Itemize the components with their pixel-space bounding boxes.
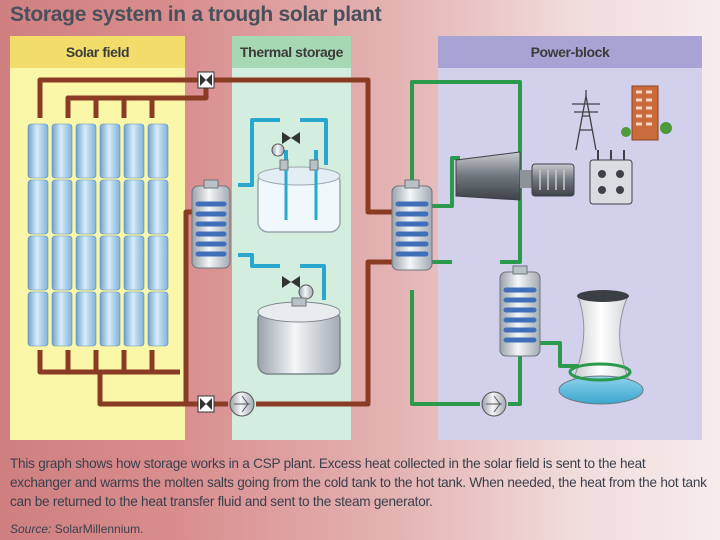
collector-segment [147,291,169,347]
storage-heat-exchanger [191,179,231,269]
collector-segment [51,235,73,291]
collector-segment [75,123,97,179]
collector-segment [147,179,169,235]
diagram-title: Storage system in a trough solar plant [10,3,382,26]
salt-valve-bottom [282,276,314,300]
collector-segment [27,179,49,235]
salt-valve-top [271,132,300,157]
pump-steam [481,391,507,417]
generator [531,163,575,197]
steam-turbine [455,151,532,201]
pump-htf [229,391,255,417]
collector-segment [51,179,73,235]
source-label: Source: [10,522,52,536]
collector-segment [147,123,169,179]
condenser-heat-exchanger [499,265,541,357]
collector-segment [123,235,145,291]
collector-segment [123,123,145,179]
collector-segment [27,123,49,179]
valve-bottom [197,395,215,413]
solar-collectors [27,123,169,347]
power-heat-exchanger [391,179,433,271]
collector-segment [27,235,49,291]
collector-segment [123,291,145,347]
transformer [589,150,633,205]
collector-segment [51,123,73,179]
collector-segment [147,235,169,291]
hot-tank [257,159,341,233]
source-text: SolarMillennium. [54,522,144,536]
collector-segment [99,291,121,347]
building [621,85,672,141]
collector-segment [99,179,121,235]
collector-segment [75,291,97,347]
power-block-header: Power-block [438,36,702,68]
power-pylon [572,90,600,151]
caption-text: This graph shows how storage works in a … [10,456,707,509]
collector-segment [75,235,97,291]
collector-segment [99,235,121,291]
collector-segment [99,123,121,179]
collector-segment [27,291,49,347]
thermal-storage-header: Thermal storage [232,36,351,68]
collector-segment [75,179,97,235]
cold-tank [257,297,341,375]
collector-segment [51,291,73,347]
plant-schematic [27,71,672,417]
collector-segment [123,179,145,235]
solar-field-header: Solar field [10,36,185,68]
cooling-tower [558,290,644,405]
source-line: Source: SolarMillennium. [10,522,143,536]
valve-top [197,71,215,89]
